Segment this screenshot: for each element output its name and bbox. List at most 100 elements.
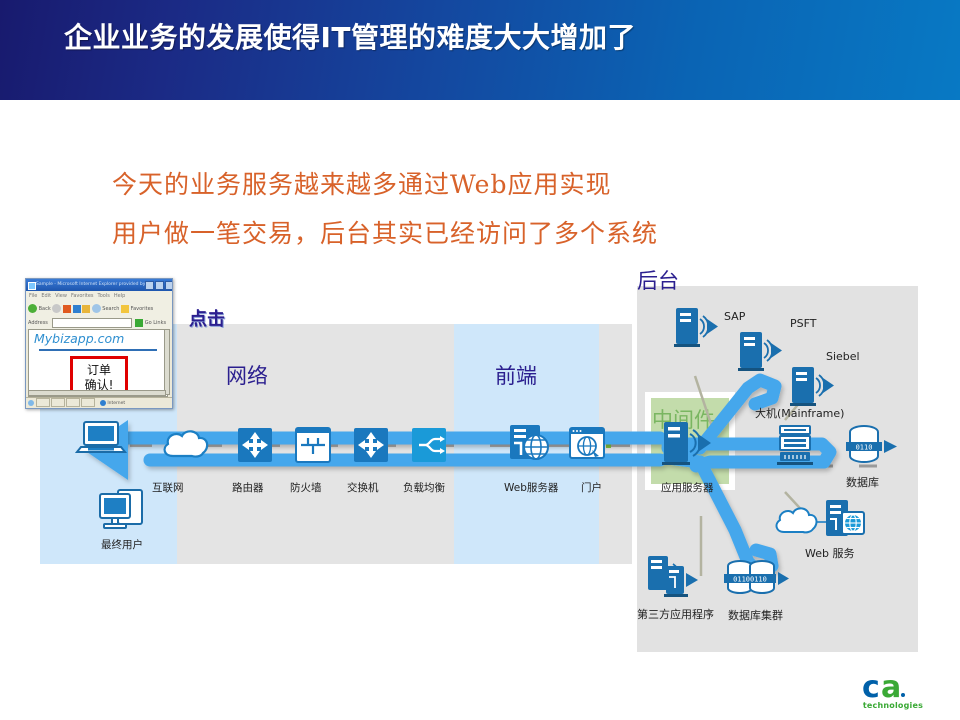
toolbar-favorites-label[interactable]: Favorites xyxy=(130,306,154,312)
status-segment xyxy=(66,398,81,407)
status-segment xyxy=(51,398,66,407)
order-confirm-line-1: 订单 xyxy=(86,363,111,377)
horizontal-scrollbar[interactable] xyxy=(28,390,166,396)
app-server-icon xyxy=(662,422,711,465)
menu-item-file[interactable]: File xyxy=(29,293,38,299)
menu-item-tools[interactable]: Tools xyxy=(97,293,110,299)
click-callout-label: 点击 xyxy=(189,309,225,330)
router-icon xyxy=(238,428,272,462)
browser-title-bar: Sample - Microsoft Internet Explorer pro… xyxy=(26,279,172,291)
stop-icon[interactable] xyxy=(62,304,71,313)
backend-label-mainframe: 大机(Mainframe) xyxy=(755,407,845,420)
site-name-heading: Mybizapp.com xyxy=(34,331,125,346)
body-text-line-1: 今天的业务服务越来越多通过Web应用实现 xyxy=(112,170,612,199)
database-cluster-icon: 01100110 xyxy=(724,560,789,594)
status-globe-icon xyxy=(28,399,34,406)
heading-divider xyxy=(39,349,157,351)
web-service-server-icon xyxy=(816,500,865,536)
backend-label-db-cluster: 数据库集群 xyxy=(728,609,783,622)
device-label-switch: 交换机 xyxy=(347,482,379,494)
slide-title-bar: 企业业务的发展使得IT管理的难度大大增加了 xyxy=(0,0,960,100)
mainframe-icon xyxy=(777,425,813,465)
svg-text:0110: 0110 xyxy=(856,444,873,452)
internet-cloud-icon xyxy=(163,430,209,458)
status-zone-label: Internet xyxy=(107,401,126,406)
status-segment xyxy=(36,398,51,407)
backend-label-third-party-app: 第三方应用程序 xyxy=(637,608,714,621)
vertical-scrollbar[interactable] xyxy=(164,329,170,395)
browser-window-title: Sample - Microsoft Internet Explorer pro… xyxy=(36,282,154,287)
zone-label-frontend: 前端 xyxy=(495,364,537,388)
device-label-end-user: 最终用户 xyxy=(101,539,143,551)
third-party-app-icon xyxy=(648,556,698,597)
web-service-cloud-icon xyxy=(775,507,818,534)
browser-window[interactable]: Sample - Microsoft Internet Explorer pro… xyxy=(25,278,173,409)
browser-content-area: Mybizapp.com 订单 确认! xyxy=(28,329,168,397)
browser-address-bar[interactable]: Address Go Links xyxy=(26,317,172,329)
order-confirm-line-2: 确认! xyxy=(84,378,114,392)
address-input[interactable] xyxy=(51,317,132,328)
menu-item-help[interactable]: Help xyxy=(113,293,126,299)
device-label-web-server: Web服务器 xyxy=(504,482,559,494)
back-icon[interactable] xyxy=(28,304,37,313)
svg-text:01100110: 01100110 xyxy=(733,576,767,584)
device-label-router: 路由器 xyxy=(232,482,264,494)
menu-item-edit[interactable]: Edit xyxy=(41,293,52,299)
device-label-firewall: 防火墙 xyxy=(290,482,322,494)
logo-letter-a: a xyxy=(881,670,901,705)
ca-logo-mark: c a xyxy=(862,670,905,705)
device-label-load-balancer: 负载均衡 xyxy=(403,482,445,494)
menu-item-favorites[interactable]: Favorites xyxy=(70,293,94,299)
zone-label-backend: 后台 xyxy=(637,269,679,293)
links-label[interactable]: Links xyxy=(153,320,167,326)
star-icon[interactable] xyxy=(121,304,130,313)
security-zone-icon xyxy=(99,399,106,406)
logo-tagline: technologies xyxy=(862,701,924,710)
device-label-portal: 门户 xyxy=(581,482,602,494)
home-icon[interactable] xyxy=(82,304,91,313)
page-title: 企业业务的发展使得IT管理的难度大大增加了 xyxy=(64,21,637,54)
forward-icon[interactable] xyxy=(52,304,62,313)
zone-label-network: 网络 xyxy=(226,364,268,388)
browser-toolbar[interactable]: Back Search Favorites xyxy=(26,302,172,317)
siebel-server-icon xyxy=(790,367,834,406)
database-icon: 0110 xyxy=(846,425,897,463)
order-confirmation-box: 订单 确认! xyxy=(70,356,128,396)
go-icon[interactable] xyxy=(135,318,144,327)
backend-label-web-service: Web 服务 xyxy=(805,547,855,560)
menu-item-view[interactable]: View xyxy=(55,293,67,299)
laptop-icon xyxy=(74,421,128,453)
logo-letter-c: c xyxy=(862,670,880,705)
firewall-icon xyxy=(295,427,331,463)
architecture-diagram: 网络 前端 后台 中间件 点击 xyxy=(0,262,960,662)
end-user-desktop-icon xyxy=(99,489,143,529)
device-label-internet: 互联网 xyxy=(152,482,184,494)
psft-server-icon xyxy=(738,332,782,371)
minimize-button[interactable] xyxy=(145,281,154,290)
maximize-button[interactable] xyxy=(155,281,164,290)
switch-icon xyxy=(354,428,388,462)
ca-technologies-logo: c a technologies xyxy=(862,670,924,714)
toolbar-back-label[interactable]: Back xyxy=(38,306,51,312)
window-controls[interactable] xyxy=(144,281,172,290)
search-icon[interactable] xyxy=(91,304,101,313)
go-label[interactable]: Go xyxy=(144,320,152,326)
load-balancer-icon xyxy=(412,428,446,462)
toolbar-search-label[interactable]: Search xyxy=(102,306,120,312)
refresh-icon[interactable] xyxy=(72,304,81,313)
backend-label-psft: PSFT xyxy=(790,317,817,330)
close-button[interactable] xyxy=(165,281,172,290)
status-segment xyxy=(81,398,96,407)
portal-icon xyxy=(569,427,605,459)
body-text-line-2: 用户做一笔交易，后台其实已经访问了多个系统 xyxy=(112,219,659,248)
address-label: Address xyxy=(28,320,48,326)
web-server-icon xyxy=(510,425,549,460)
backend-label-sap: SAP xyxy=(724,310,746,323)
backend-label-siebel: Siebel xyxy=(826,350,860,363)
backend-label-database: 数据库 xyxy=(846,476,879,489)
browser-status-bar: Internet xyxy=(26,397,172,408)
sap-server-icon xyxy=(674,308,718,347)
logo-dot xyxy=(901,693,905,697)
browser-app-icon xyxy=(28,282,36,290)
